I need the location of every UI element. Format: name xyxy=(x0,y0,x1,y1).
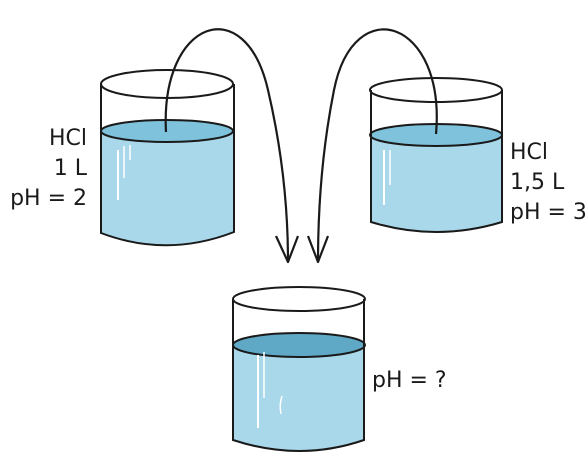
right-beaker-ph: pH = 3 xyxy=(510,200,587,225)
left-beaker-liquid xyxy=(101,131,234,246)
left-arrowhead-icon xyxy=(275,235,300,264)
right-transfer-arrow xyxy=(316,28,438,263)
right-beaker-label: HCl 1,5 L pH = 3 xyxy=(510,138,587,228)
right-beaker xyxy=(369,77,503,233)
left-transfer-arrow xyxy=(164,28,290,263)
transfer-arrows xyxy=(164,28,438,264)
bottom-beaker-ph: pH = ? xyxy=(372,368,447,393)
bottom-beaker-label: pH = ? xyxy=(372,366,447,396)
bottom-beaker-liquid-surface xyxy=(232,332,366,358)
right-beaker-liquid xyxy=(371,133,502,232)
right-beaker-volume: 1,5 L xyxy=(510,170,565,195)
left-beaker xyxy=(100,69,235,247)
bottom-beaker-rim xyxy=(232,286,366,312)
left-beaker-volume: 1 L xyxy=(53,156,87,181)
bottom-beaker-walls xyxy=(232,299,365,452)
left-beaker-substance: HCl xyxy=(48,126,87,151)
bottom-beaker-highlight xyxy=(279,395,283,415)
left-beaker-label: HCl 1 L pH = 2 xyxy=(10,124,87,214)
left-beaker-ph: pH = 2 xyxy=(10,186,87,211)
left-beaker-walls xyxy=(100,84,235,247)
bottom-beaker-liquid xyxy=(233,344,364,451)
bottom-beaker xyxy=(232,286,366,452)
right-beaker-walls xyxy=(370,90,503,233)
right-beaker-substance: HCl xyxy=(510,140,549,165)
right-arrowhead-icon xyxy=(306,235,330,264)
